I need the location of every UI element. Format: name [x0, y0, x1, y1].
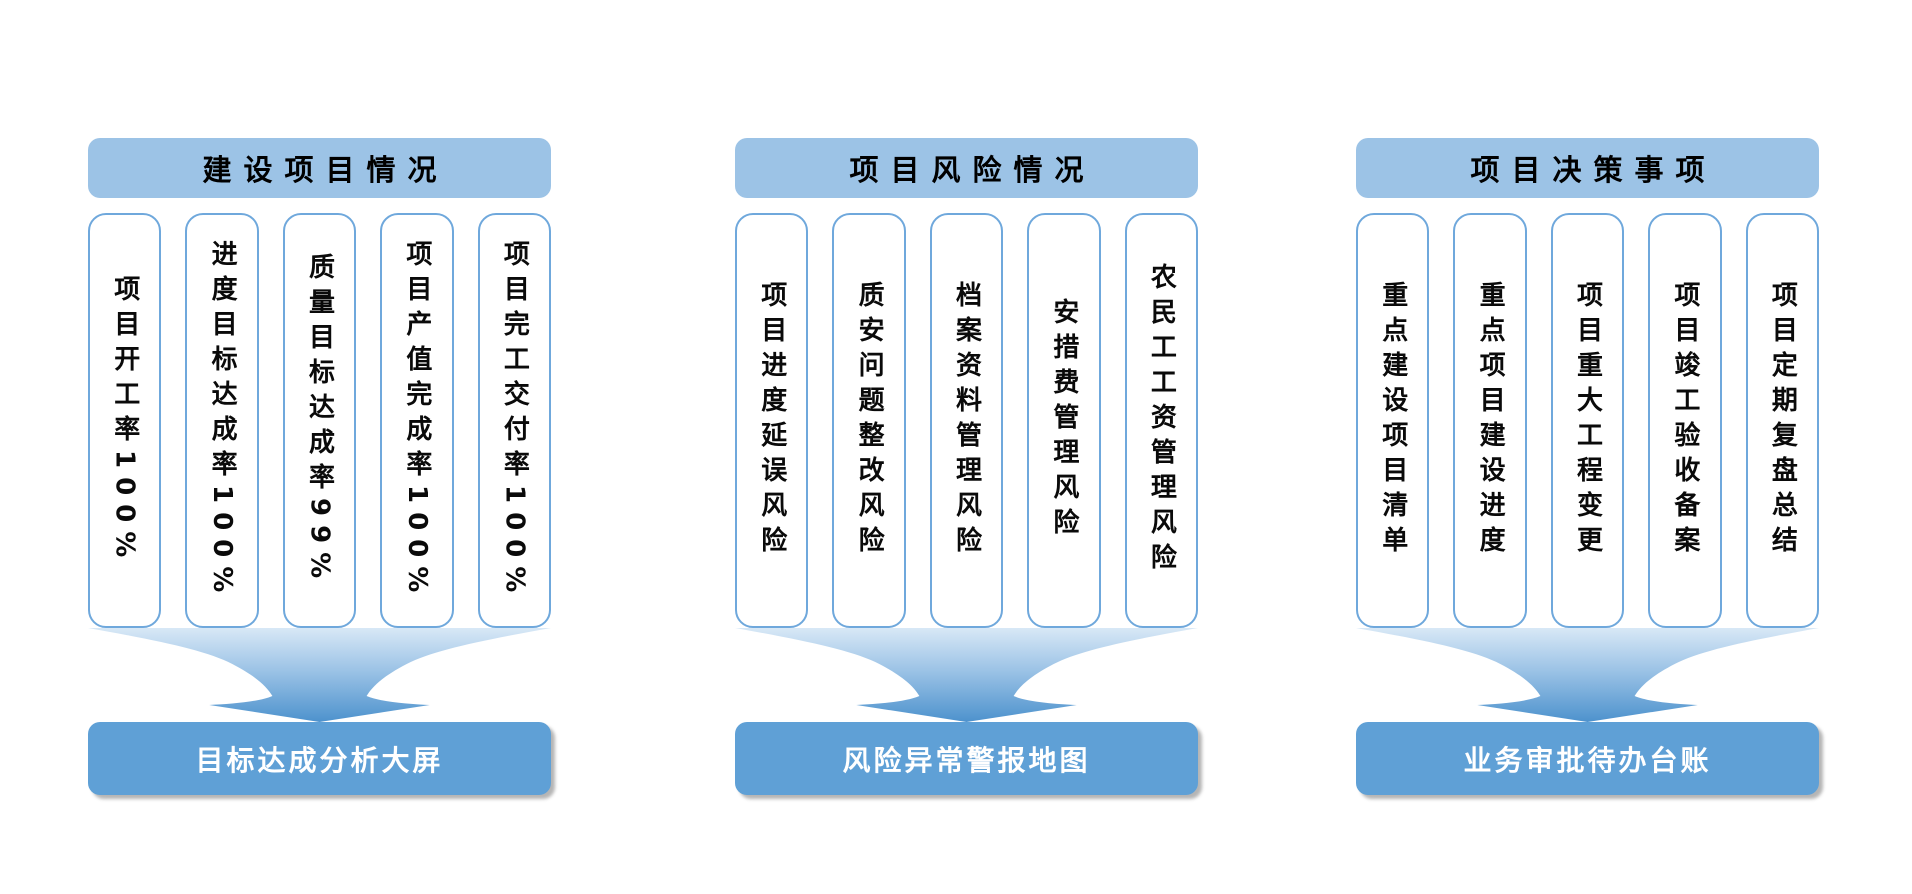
info-card: 重点建设项目清单: [1356, 213, 1430, 628]
group-header: 项目决策事项: [1356, 138, 1819, 198]
info-card: 质安问题整改风险: [832, 213, 906, 628]
group-construction-status: 建设项目情况 项目开工率100% 进度目标达成率100% 质量目标达成率99% …: [88, 138, 552, 795]
info-card: 项目产值完成率100%: [380, 213, 454, 628]
card-label: 重点建设项目清单: [1377, 280, 1408, 561]
converge-arrow-icon: [735, 628, 1198, 722]
info-card: 进度目标达成率100%: [185, 213, 259, 628]
card-label: 项目进度延误风险: [756, 280, 787, 561]
card-label: 档案资料管理风险: [951, 280, 982, 561]
group-header-label: 建设项目情况: [202, 153, 449, 187]
footer-label: 风险异常警报地图: [842, 743, 1091, 777]
footer-banner: 业务审批待办台账: [1356, 722, 1819, 795]
card-label: 重点项目建设进度: [1475, 280, 1506, 561]
card-label: 质安问题整改风险: [854, 280, 885, 561]
group-header: 项目风险情况: [735, 138, 1198, 198]
converge-arrow-icon: [1356, 628, 1819, 722]
card-label: 项目完工交付率100%: [499, 239, 530, 602]
group-header-label: 项目决策事项: [1470, 153, 1717, 187]
footer-banner: 风险异常警报地图: [735, 722, 1198, 795]
group-decision-items: 项目决策事项 重点建设项目清单 重点项目建设进度 项目重大工程变更 项目竣工验收…: [1356, 138, 1820, 795]
info-card: 项目开工率100%: [88, 213, 162, 628]
converge-arrow-icon: [88, 628, 551, 722]
info-card: 安措费管理风险: [1027, 213, 1101, 628]
card-row: 项目进度延误风险 质安问题整改风险 档案资料管理风险 安措费管理风险 农民工工资…: [735, 213, 1199, 628]
info-card: 重点项目建设进度: [1453, 213, 1527, 628]
info-card: 项目竣工验收备案: [1648, 213, 1722, 628]
group-header-label: 项目风险情况: [849, 153, 1096, 187]
info-card: 项目进度延误风险: [735, 213, 809, 628]
footer-banner: 目标达成分析大屏: [88, 722, 551, 795]
card-row: 重点建设项目清单 重点项目建设进度 项目重大工程变更 项目竣工验收备案 项目定期…: [1356, 213, 1820, 628]
card-label: 项目重大工程变更: [1572, 280, 1603, 561]
info-card: 档案资料管理风险: [929, 213, 1004, 628]
info-card: 项目完工交付率100%: [477, 213, 552, 628]
card-label: 项目开工率100%: [109, 274, 140, 567]
card-label: 农民工工资管理风险: [1146, 263, 1177, 578]
card-label: 项目竣工验收备案: [1669, 280, 1700, 561]
card-row: 项目开工率100% 进度目标达成率100% 质量目标达成率99% 项目产值完成率…: [88, 213, 552, 628]
footer-label: 目标达成分析大屏: [195, 743, 444, 777]
info-card: 农民工工资管理风险: [1124, 213, 1199, 628]
card-label: 进度目标达成率100%: [207, 239, 238, 602]
card-label: 项目定期复盘总结: [1767, 280, 1798, 561]
group-project-risk: 项目风险情况 项目进度延误风险 质安问题整改风险 档案资料管理风险 安措费管理风…: [735, 138, 1199, 795]
card-label: 安措费管理风险: [1048, 298, 1079, 543]
card-label: 项目产值完成率100%: [401, 239, 432, 602]
card-label: 质量目标达成率99%: [304, 253, 335, 588]
info-card: 项目定期复盘总结: [1745, 213, 1820, 628]
info-card: 项目重大工程变更: [1550, 213, 1625, 628]
group-header: 建设项目情况: [88, 138, 551, 198]
footer-label: 业务审批待办台账: [1463, 743, 1712, 777]
info-card: 质量目标达成率99%: [282, 213, 357, 628]
